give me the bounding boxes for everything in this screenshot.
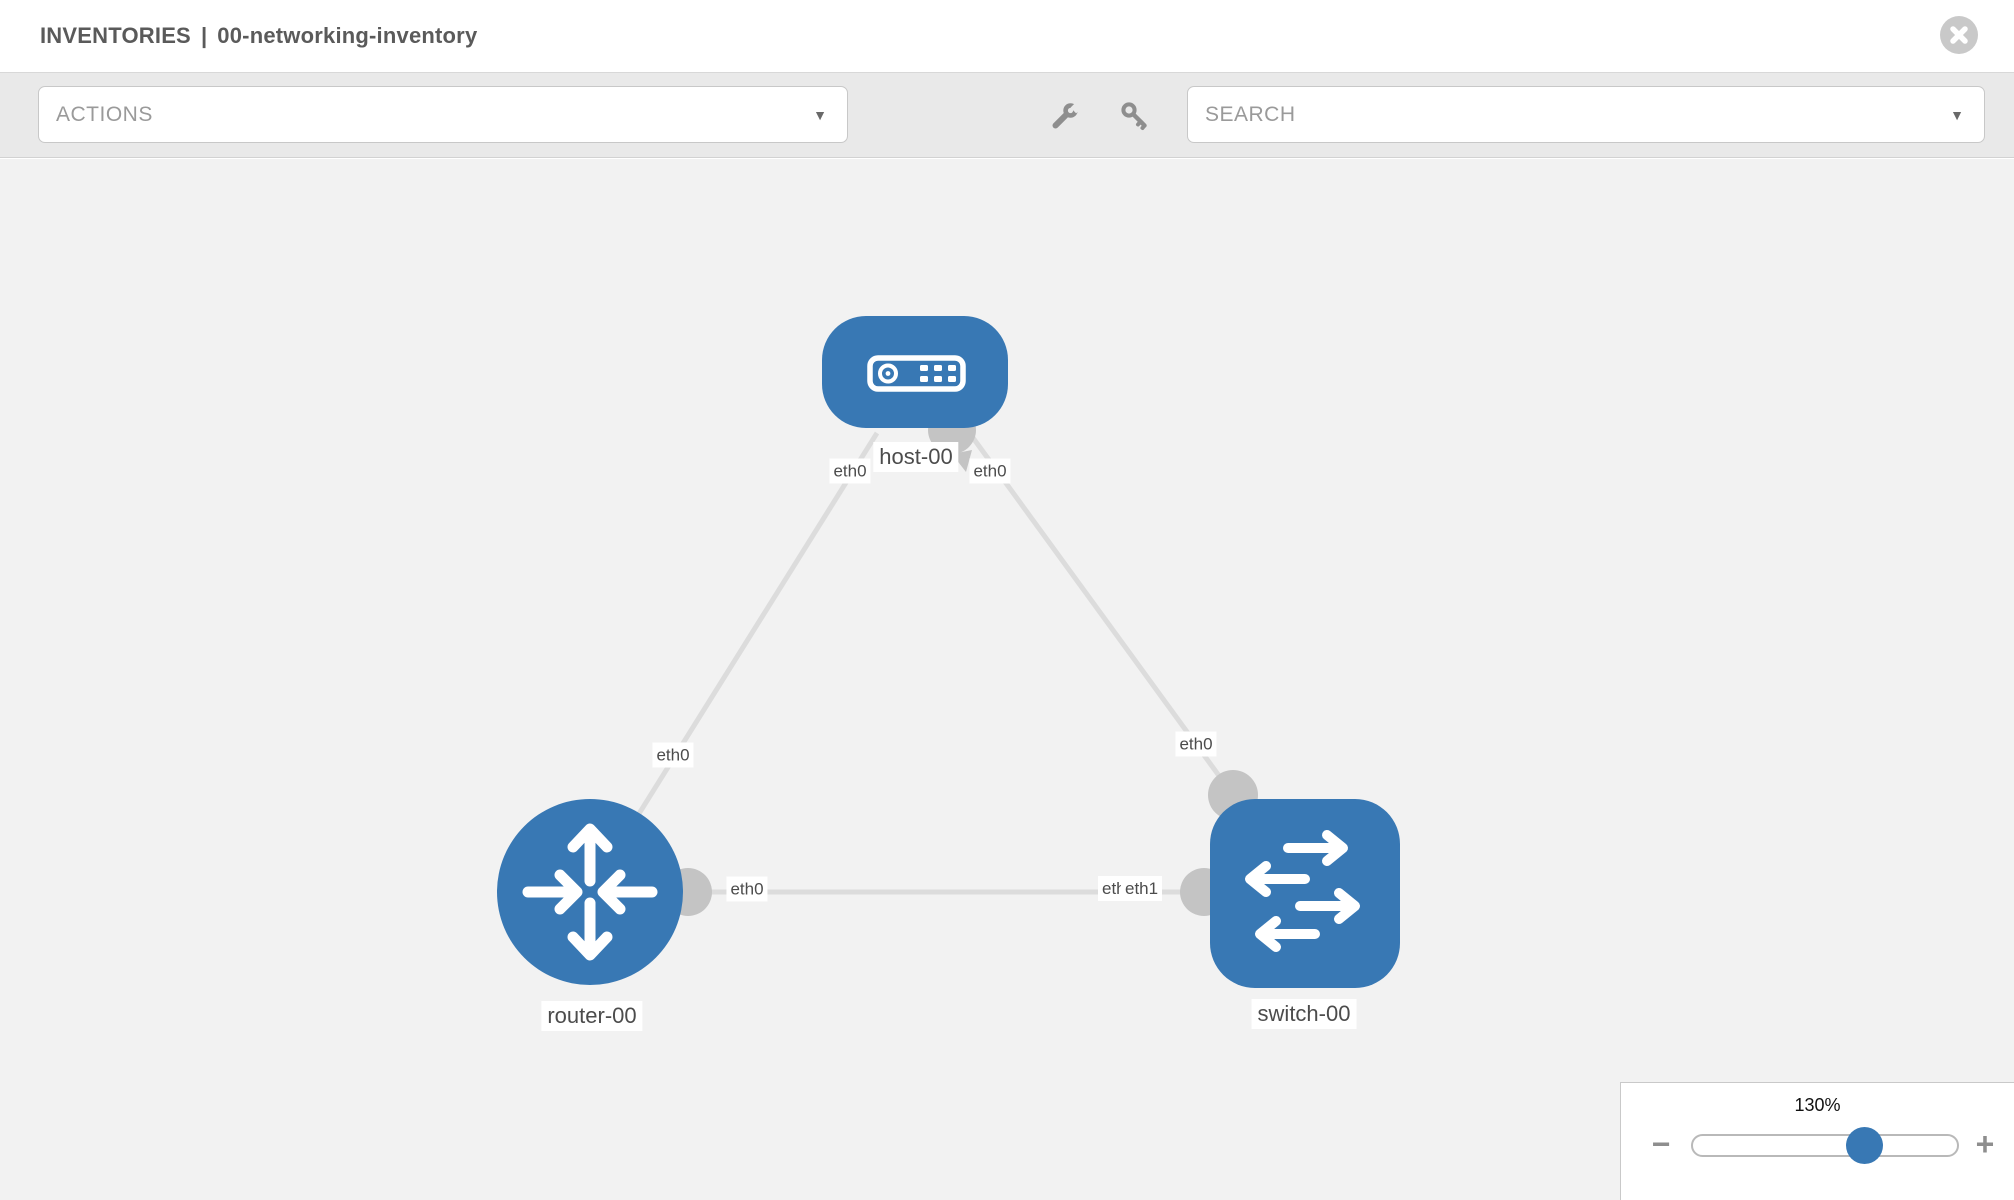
switch-icon bbox=[1245, 830, 1360, 952]
zoom-in-button[interactable]: + bbox=[1975, 1126, 1995, 1162]
zoom-slider-thumb[interactable] bbox=[1846, 1127, 1883, 1164]
topology-graph bbox=[497, 316, 1400, 988]
node-host[interactable] bbox=[822, 316, 1008, 428]
actions-dropdown-label: ACTIONS bbox=[56, 102, 153, 126]
zoom-slider-track[interactable] bbox=[1691, 1134, 1959, 1157]
wrench-icon bbox=[1052, 100, 1081, 129]
credentials-button[interactable] bbox=[1118, 99, 1152, 133]
node-switch[interactable] bbox=[1210, 799, 1400, 988]
caret-down-icon: ▼ bbox=[813, 106, 827, 123]
close-icon bbox=[1950, 26, 1968, 44]
toolbar: ACTIONS ▼ SEARCH ▼ bbox=[0, 73, 2014, 158]
page-title: INVENTORIES | 00-networking-inventory bbox=[40, 0, 477, 72]
router-icon bbox=[522, 823, 658, 961]
configure-button[interactable] bbox=[1048, 99, 1082, 133]
inventory-name: 00-networking-inventory bbox=[217, 23, 478, 48]
search-dropdown-label: SEARCH bbox=[1205, 102, 1296, 126]
caret-down-icon: ▼ bbox=[1950, 106, 1964, 123]
actions-dropdown[interactable]: ACTIONS ▼ bbox=[38, 86, 848, 143]
iface-label-switch-to-host: eth0 bbox=[1175, 731, 1217, 757]
zoom-level-value: 130% bbox=[1794, 1095, 1841, 1115]
node-label-host: host-00 bbox=[873, 442, 959, 472]
iface-label-host-to-router: eth0 bbox=[829, 458, 871, 484]
breadcrumb-separator: | bbox=[200, 23, 208, 48]
host-icon bbox=[867, 355, 966, 392]
breadcrumb-section: INVENTORIES bbox=[40, 23, 191, 48]
key-icon bbox=[1121, 102, 1147, 130]
iface-label-host-to-switch: eth0 bbox=[969, 458, 1011, 484]
iface-label-router-to-host: eth0 bbox=[652, 742, 694, 768]
topology-canvas[interactable]: host-00 router-00 switch-00 eth0 eth0 et… bbox=[0, 159, 2014, 1200]
search-dropdown[interactable]: SEARCH ▼ bbox=[1187, 86, 1985, 143]
header: INVENTORIES | 00-networking-inventory bbox=[0, 0, 2014, 73]
iface-label-switch-to-router: eth1 bbox=[1121, 876, 1163, 901]
node-label-switch: switch-00 bbox=[1251, 999, 1357, 1029]
zoom-control-panel: 130% − + bbox=[1620, 1082, 2014, 1200]
node-router[interactable] bbox=[497, 799, 683, 985]
zoom-out-button[interactable]: − bbox=[1651, 1126, 1671, 1162]
iface-label-router-to-switch: eth0 bbox=[726, 876, 768, 902]
node-label-router: router-00 bbox=[541, 1001, 643, 1031]
close-button[interactable] bbox=[1940, 16, 1978, 54]
